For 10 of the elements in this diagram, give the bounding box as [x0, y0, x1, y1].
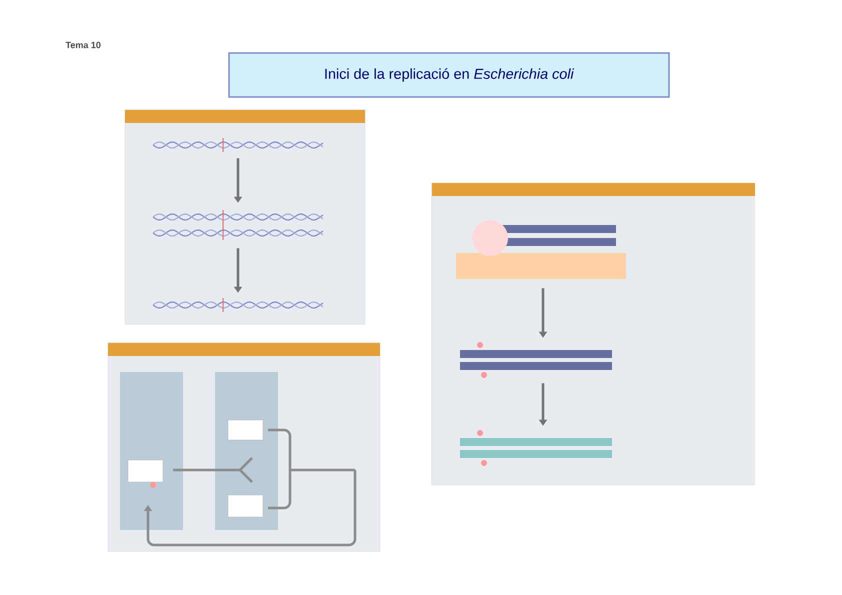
dna-drawing	[460, 342, 612, 378]
dna-drawing	[152, 210, 324, 240]
panel	[124, 109, 366, 325]
page-heading: Tema 10	[66, 42, 101, 48]
title-box: Inici de la replicació en Escherichia coli	[228, 52, 670, 98]
dna-drawing	[152, 138, 324, 152]
dna-drawing	[460, 430, 612, 466]
panel-drawing	[108, 342, 380, 552]
dna-drawing	[152, 298, 324, 312]
dna-drawing	[456, 220, 626, 279]
